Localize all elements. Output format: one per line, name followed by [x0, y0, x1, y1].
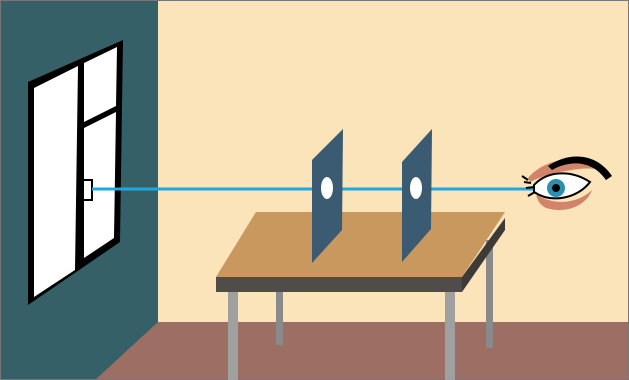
table-leg-front-left	[228, 290, 238, 380]
table-leg-back-left	[276, 283, 283, 345]
table-leg-back-right	[486, 240, 493, 348]
window-pane-left	[34, 66, 78, 297]
table-leg-front-right	[445, 290, 455, 380]
window-light-source	[83, 180, 92, 200]
screen-left-hole	[321, 177, 333, 199]
floor	[95, 322, 629, 380]
table-edge-front	[216, 277, 462, 292]
screen-right-hole	[410, 177, 422, 199]
eye-pupil	[552, 184, 560, 192]
table-top	[216, 212, 505, 277]
